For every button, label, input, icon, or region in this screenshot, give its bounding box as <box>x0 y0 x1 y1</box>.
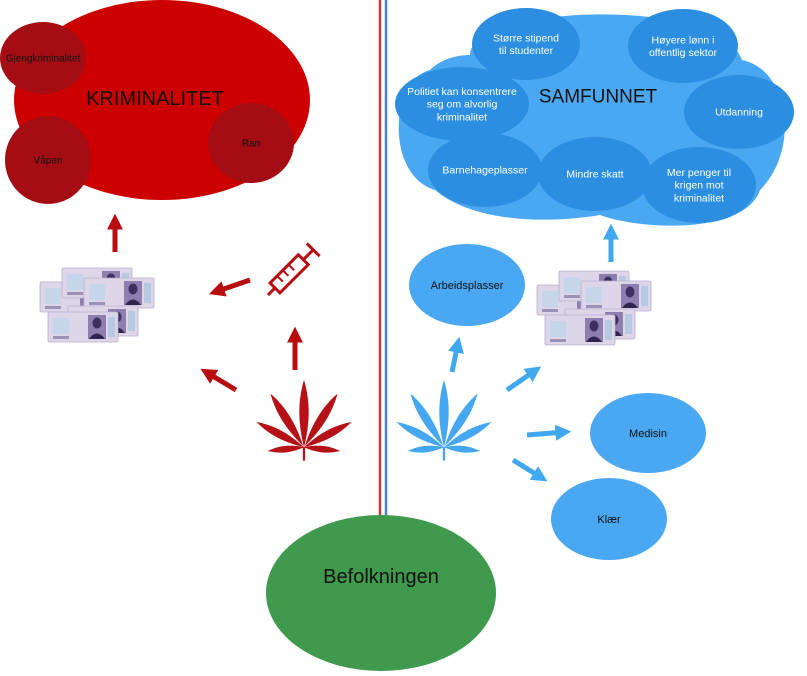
label-line: Utdanning <box>715 107 763 119</box>
label-line: Ran <box>242 139 260 150</box>
syringe-icon <box>266 242 321 297</box>
society-item-ellipse <box>472 8 580 80</box>
society-item-label: Barnehageplasser <box>442 165 528 177</box>
center-divider <box>378 0 388 528</box>
legal-use-ellipse <box>551 478 667 560</box>
label-line: Mindre skatt <box>566 169 623 181</box>
arrows <box>106 213 620 482</box>
syringe-scale-mark <box>282 269 290 277</box>
label-line: Større stipend <box>493 32 559 44</box>
arrow <box>526 424 572 441</box>
society-item-ellipse <box>628 9 738 83</box>
banknote <box>580 280 652 312</box>
cannabis-leaf-icon <box>256 380 352 461</box>
label-line: Barnehageplasser <box>442 165 528 177</box>
criminality-item-ellipse <box>5 116 91 204</box>
society-item-label: Mindre skatt <box>566 169 623 181</box>
label-line: krigen mot <box>674 180 723 192</box>
banknotes-icon <box>536 270 652 346</box>
icons <box>39 242 652 461</box>
label-line: Politiet kan konsentrere <box>407 86 517 98</box>
society-item-ellipse <box>642 147 756 223</box>
label-line: seg om alvorlig <box>427 99 498 111</box>
legal-use-label: Medisin <box>629 428 667 440</box>
label-line: Klær <box>597 514 621 526</box>
society-item-ellipse <box>684 75 794 149</box>
arrow <box>448 336 464 373</box>
legal-use-label: Arbeidsplasser <box>431 280 504 292</box>
label-line: KRIMINALITET <box>86 88 224 110</box>
population-label: Befolkningen <box>323 566 439 588</box>
label-line: Medisin <box>629 428 667 440</box>
syringe-scale-mark <box>287 263 295 271</box>
arrow <box>511 457 548 482</box>
criminality-item-label: Gjengkriminalitet <box>6 54 81 65</box>
label-line: SAMFUNNET <box>539 87 658 108</box>
label-line: Befolkningen <box>323 566 439 588</box>
legal-use-ellipse <box>409 244 525 326</box>
legal-use-ellipse <box>590 393 706 473</box>
label-line: Våpen <box>34 155 63 167</box>
society-item-ellipse <box>395 67 529 141</box>
label-line: offentlig sektor <box>649 47 718 59</box>
label-line: kriminalitet <box>674 192 724 204</box>
society-item-ellipse <box>538 137 652 211</box>
society-item-ellipse <box>428 133 542 207</box>
label-line: Høyere lønn i <box>651 34 714 46</box>
syringe-plunger-handle <box>305 242 321 258</box>
label-line: Arbeidsplasser <box>431 280 504 292</box>
arrow <box>208 277 251 297</box>
criminality-title: KRIMINALITET <box>86 88 224 110</box>
society-title: SAMFUNNET <box>539 87 658 108</box>
criminality-item-ellipse <box>0 22 86 94</box>
syringe-plunger-rod <box>302 248 315 261</box>
banknote <box>83 277 155 309</box>
banknote <box>544 314 616 346</box>
syringe-scale-mark <box>276 275 284 283</box>
syringe-needle <box>266 286 277 297</box>
society-item-label: Utdanning <box>715 107 763 119</box>
syringe-barrel <box>267 252 311 296</box>
population-ellipse <box>266 515 496 671</box>
banknotes-icon <box>39 267 155 343</box>
label-line: Mer penger til <box>667 167 731 179</box>
label-line: Gjengkriminalitet <box>6 54 81 65</box>
arrow <box>505 366 542 393</box>
label-line: kriminalitet <box>437 111 487 123</box>
population-node: Befolkningen <box>266 515 496 671</box>
cannabis-leaf-icon <box>396 380 492 461</box>
banknote <box>47 311 119 343</box>
legal-use-label: Klær <box>597 514 621 526</box>
arrow <box>200 368 238 393</box>
label-line: til studenter <box>499 45 554 57</box>
criminality-item-label: Våpen <box>34 155 63 167</box>
criminality-item-label: Ran <box>242 139 260 150</box>
criminality-item-ellipse <box>208 103 294 183</box>
